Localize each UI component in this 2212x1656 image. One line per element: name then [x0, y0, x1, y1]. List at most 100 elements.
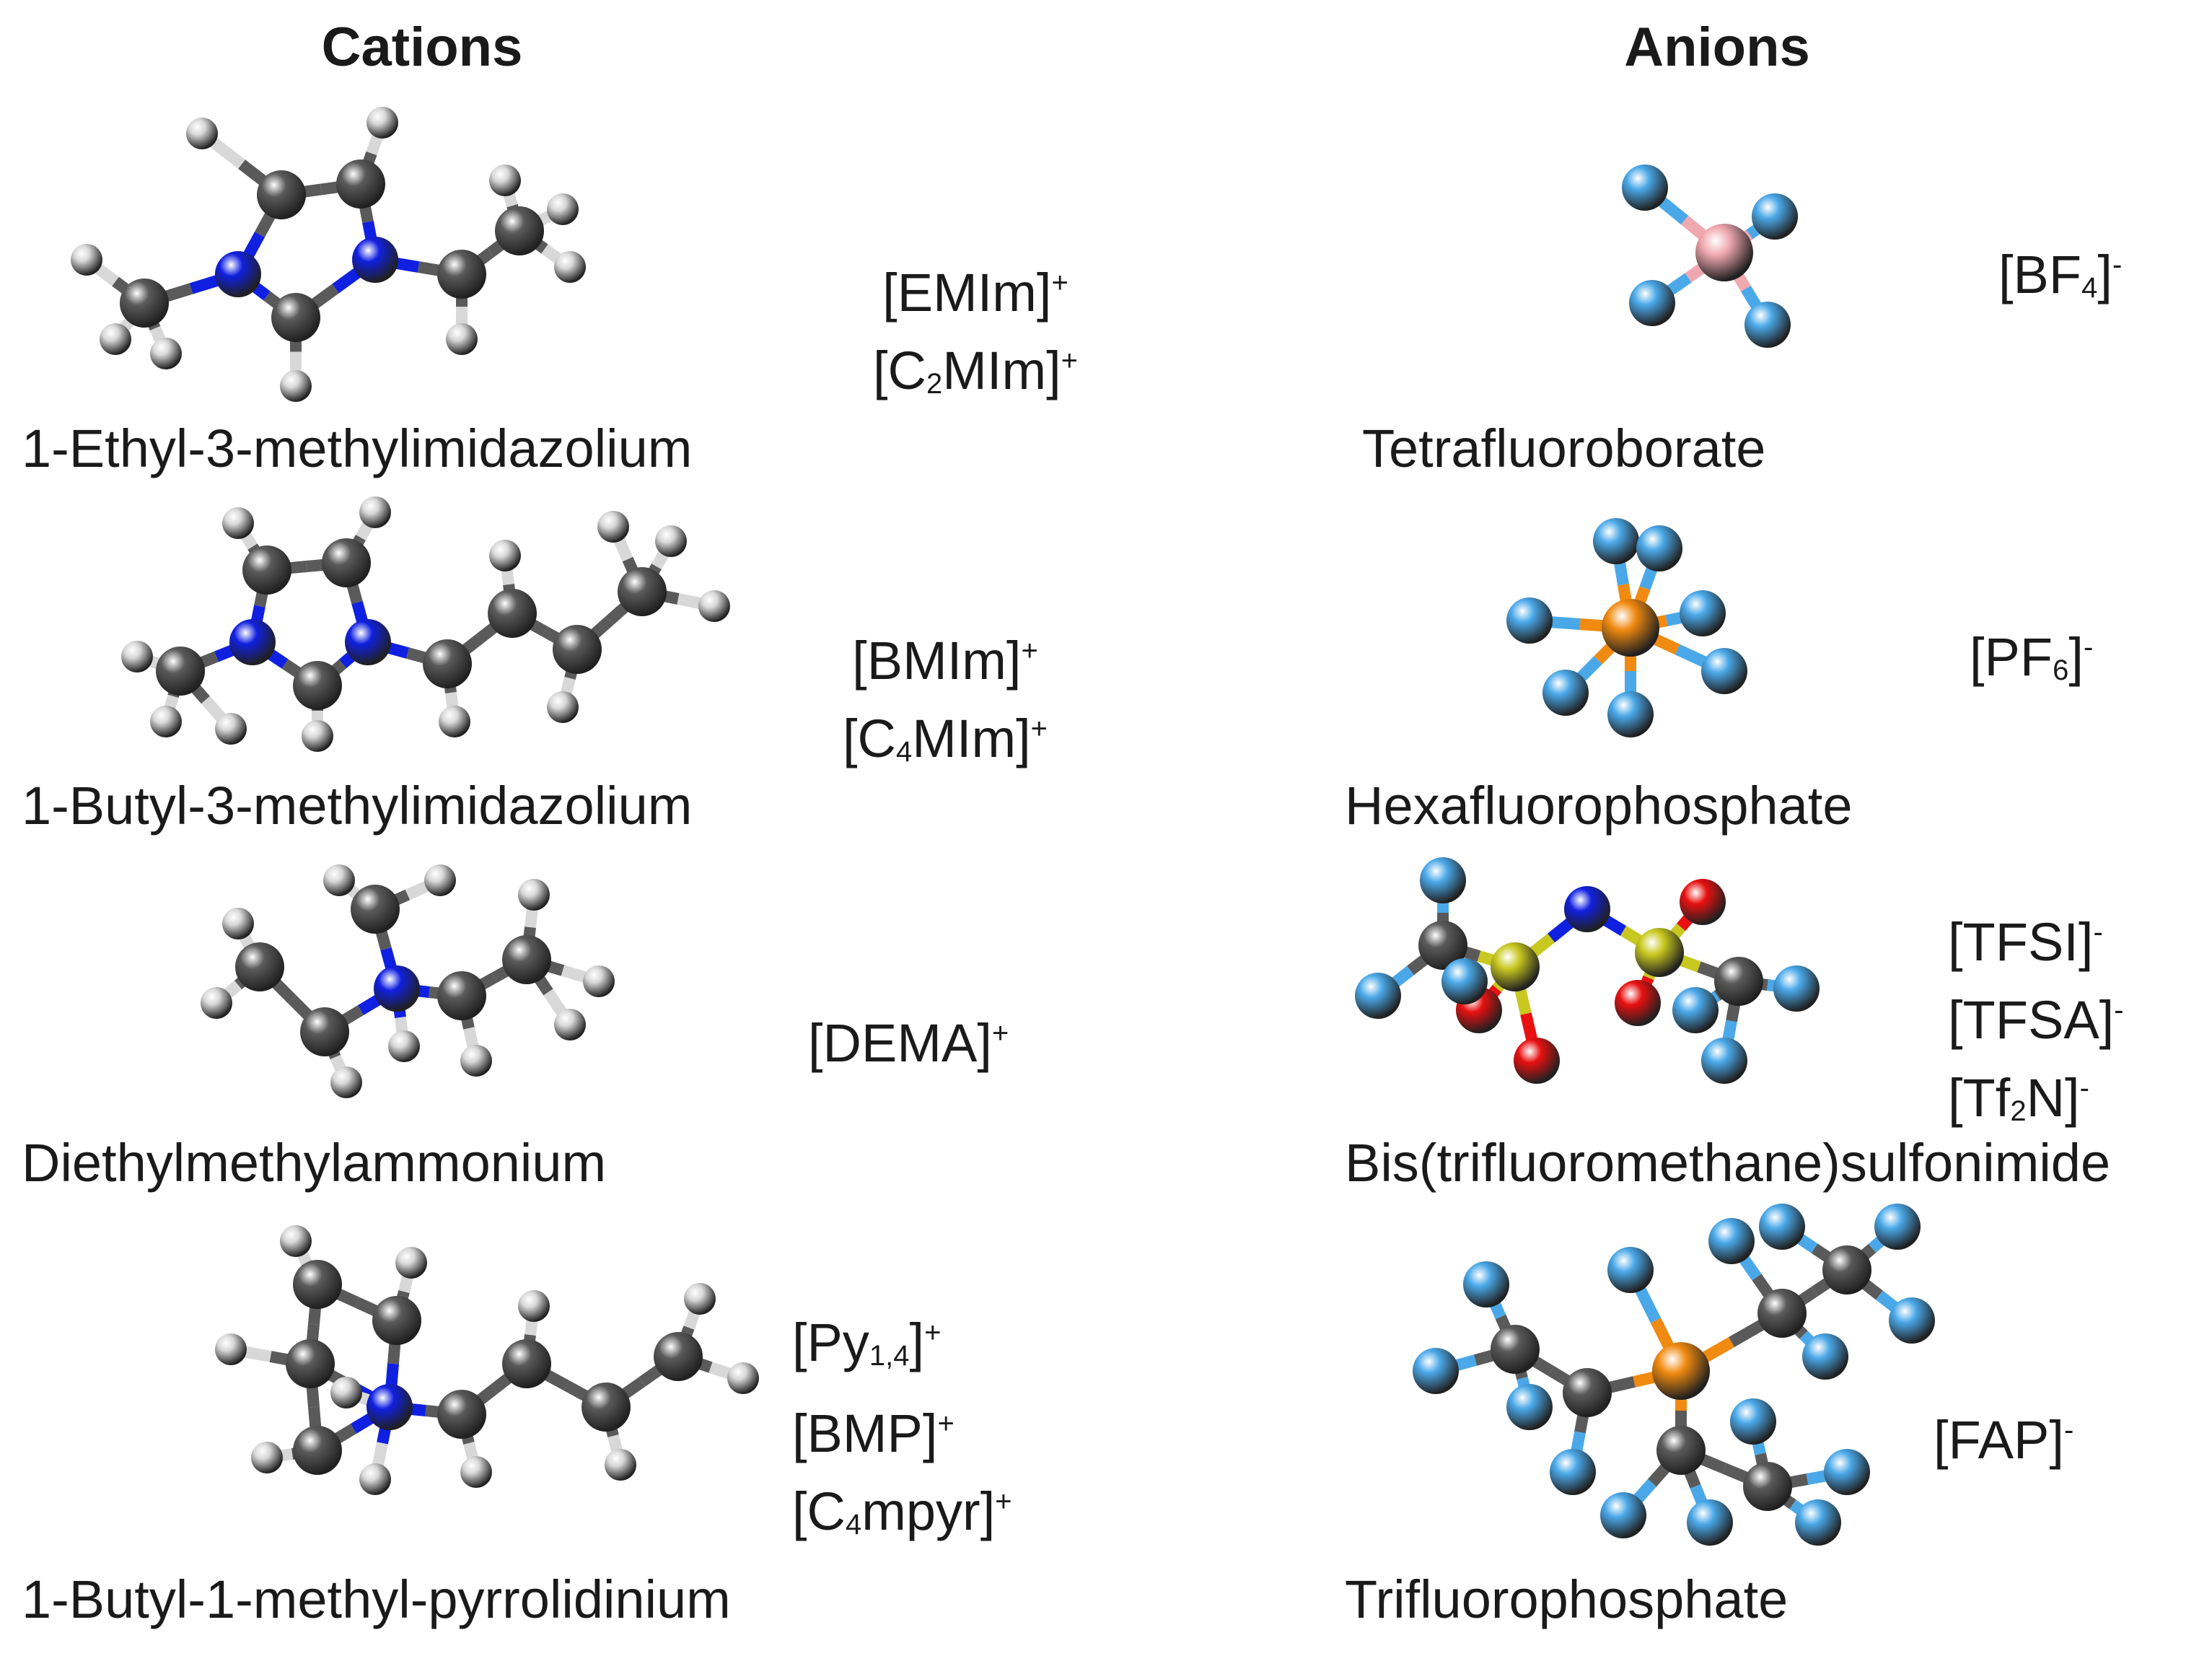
anion-abbreviations-tfsi: [TFSI]-[TFSA]-[Tf2N]- [1948, 898, 2124, 1145]
pf6-structure [1506, 518, 1747, 737]
atom-F [1506, 1384, 1553, 1430]
atom-H [323, 864, 355, 896]
atom-C [300, 1007, 349, 1056]
atom-C [437, 1390, 486, 1439]
fap-structure [1413, 1204, 1935, 1546]
atom-H [605, 1449, 636, 1481]
atom-H [330, 1066, 362, 1098]
anions-heading: Anions [1624, 17, 1810, 78]
anion-1-abbreviation-0: [PF6]- [1970, 627, 2094, 687]
cation-3-abbreviation-2: [C4mpyr]+ [792, 1481, 1012, 1541]
atom-O [1680, 879, 1726, 925]
anion-name-pf6: Hexafluorophosphate [1345, 776, 1853, 836]
anion-abbreviations-bf4: [BF4]- [1998, 231, 2122, 322]
atom-H [121, 641, 153, 673]
atom-H [359, 496, 391, 528]
atom-F [1708, 1218, 1755, 1264]
atom-N [229, 619, 276, 665]
atom-H [150, 338, 182, 369]
cation-3-abbreviation-1: [BMP]+ [792, 1403, 954, 1463]
cation-0-abbreviation-1: [C2MIm]+ [873, 341, 1079, 400]
atom-C [437, 250, 486, 299]
atom-F [1680, 590, 1726, 636]
charge-superscript: - [2114, 994, 2124, 1026]
atom-C [351, 885, 400, 934]
atom-C [293, 1260, 342, 1309]
atom-C [242, 546, 291, 595]
charge-superscript: - [2112, 249, 2123, 281]
subscript: 4 [846, 1509, 862, 1541]
cation-name-bmim: 1-Butyl-3-methylimidazolium [22, 776, 693, 836]
atom-H [439, 706, 470, 737]
atom-H [330, 1377, 362, 1409]
atom-H [222, 908, 254, 939]
atom-C [156, 647, 205, 696]
atom-H [280, 370, 312, 402]
atom-H [222, 507, 254, 539]
charge-superscript: - [2093, 916, 2103, 948]
subscript: 4 [896, 736, 913, 768]
atom-H [460, 1045, 492, 1077]
atom-F [1730, 1398, 1776, 1445]
atom-H [684, 1283, 716, 1315]
atom-H [554, 251, 586, 283]
atom-C [1714, 957, 1763, 1006]
atom-C [581, 1383, 631, 1432]
charge-superscript: + [1021, 635, 1038, 667]
atom-S [1491, 942, 1540, 991]
atom-C [1656, 1426, 1706, 1475]
atom-H [186, 118, 218, 149]
anion-name-fap: Trifluorophosphate [1345, 1569, 1789, 1629]
charge-superscript: + [995, 1486, 1012, 1517]
atom-C [372, 1296, 421, 1345]
atom-H [698, 590, 730, 622]
atom-C [293, 661, 342, 710]
atom-C [120, 279, 169, 328]
atom-O [1615, 980, 1661, 1026]
subscript: 1,4 [869, 1340, 910, 1372]
subscript: 6 [2053, 654, 2069, 686]
charge-superscript: + [937, 1408, 954, 1440]
atom-C [502, 935, 551, 984]
atom-C [271, 293, 320, 342]
atom-F [1506, 597, 1553, 644]
atom-F [1874, 1204, 1921, 1250]
atom-C [553, 625, 602, 674]
atom-F [1824, 1449, 1870, 1495]
atom-H [489, 165, 521, 196]
atom-P [1602, 599, 1659, 657]
atom-H [302, 720, 333, 752]
anion-3-abbreviation-0: [FAP]- [1934, 1410, 2074, 1470]
atom-F [1542, 670, 1589, 716]
charge-superscript: + [924, 1317, 942, 1349]
charge-superscript: + [1051, 267, 1068, 299]
atom-F [1752, 193, 1798, 240]
atom-F [1744, 302, 1791, 348]
atom-H [100, 323, 131, 355]
dema-structure [201, 864, 615, 1098]
atom-H [215, 1333, 247, 1365]
charge-superscript: - [2083, 631, 2094, 663]
atom-H [518, 1290, 550, 1322]
cation-2-abbreviation-0: [DEMA]+ [808, 1013, 1009, 1073]
atom-N [215, 251, 261, 297]
atom-H [727, 1362, 759, 1394]
atom-F [1550, 1449, 1596, 1495]
atom-C [1822, 1245, 1871, 1294]
atom-F [1607, 1247, 1654, 1293]
atom-H [201, 987, 232, 1019]
anion-name-tfsi: Bis(trifluoromethane)sulfonimide [1345, 1133, 2111, 1193]
cation-name-dema: Diethylmethylammonium [22, 1133, 607, 1193]
atom-F [1355, 973, 1401, 1019]
atom-B [1695, 224, 1753, 281]
atom-F [1607, 691, 1654, 737]
cation-1-abbreviation-1: [C4MIm]+ [843, 709, 1048, 768]
atom-F [1636, 525, 1682, 571]
atom-H [367, 107, 398, 139]
atom-F [1413, 1348, 1459, 1394]
atom-F [1759, 1204, 1805, 1250]
charge-superscript: + [991, 1017, 1009, 1049]
atom-C [235, 942, 284, 991]
atom-C [423, 639, 472, 688]
atom-H [597, 511, 629, 543]
